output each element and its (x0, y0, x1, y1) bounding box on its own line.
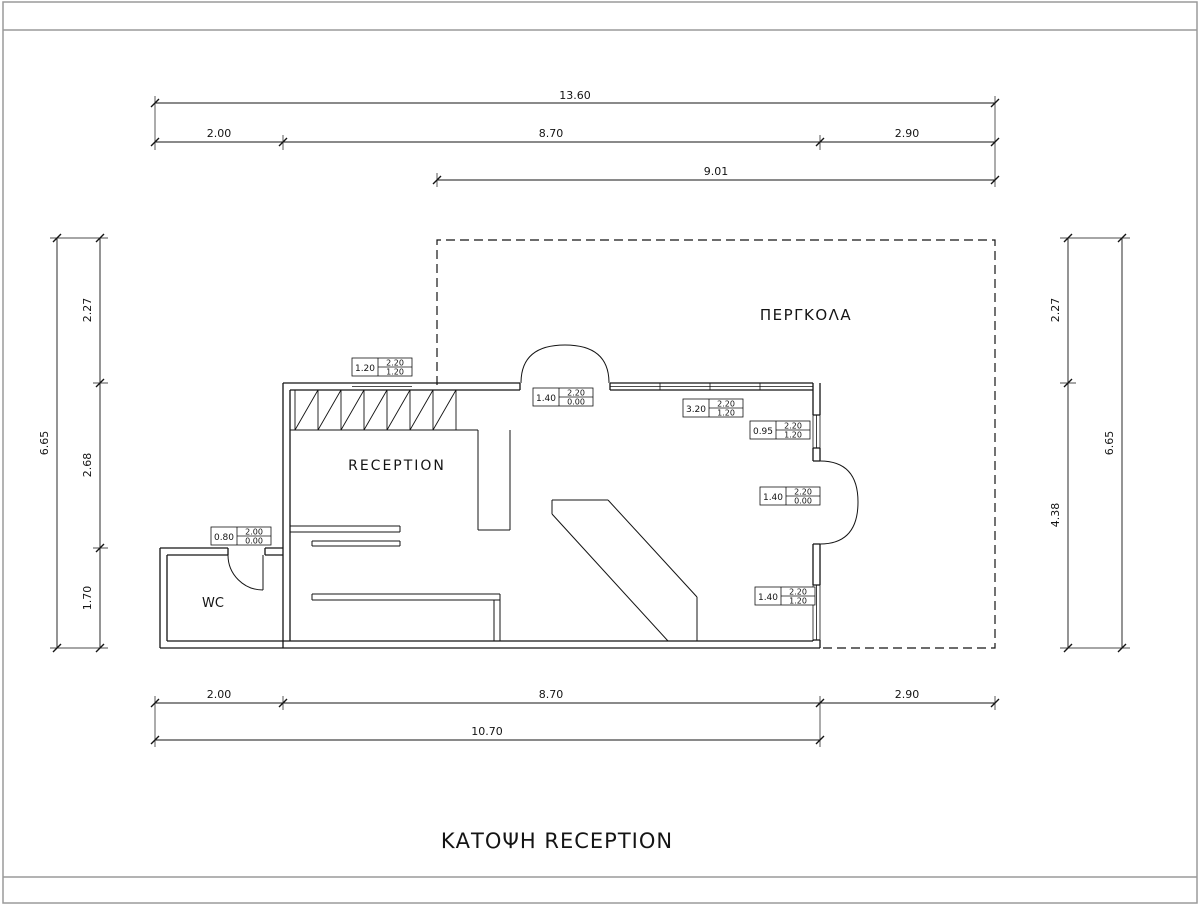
opening-sill: 1.20 (386, 368, 404, 377)
opening-sill: 0.00 (245, 537, 263, 546)
opening-head: 2.20 (789, 588, 807, 597)
dimension-ticks (52, 98, 1127, 745)
opening-head: 2.00 (245, 528, 263, 537)
opening-width: 1.40 (758, 593, 778, 603)
opening-sill: 1.20 (784, 431, 802, 440)
windows (352, 383, 821, 640)
opening-sill: 1.20 (789, 597, 807, 606)
tag-dividers (775, 421, 810, 439)
opening-width: 0.80 (214, 533, 234, 543)
opening-width: 1.40 (536, 394, 556, 404)
opening-tag-wc-door-080: 0.80 2.00 0.00 (210, 526, 272, 546)
opening-tag-window-120: 1.20 2.20 1.20 (351, 357, 413, 377)
hatch-lines (294, 389, 457, 431)
frame-rules (3, 29, 1197, 878)
opening-width: 0.95 (753, 427, 773, 437)
tag-dividers (785, 487, 820, 505)
room-labels: RECEPTION WC ΠΕΡΓΚΟΛΑ (202, 306, 852, 611)
tag-dividers (708, 399, 743, 417)
reception-room-label: RECEPTION (348, 458, 446, 474)
pergola-label: ΠΕΡΓΚΟΛΑ (760, 306, 852, 324)
opening-head: 2.20 (717, 400, 735, 409)
fixture-paths (290, 429, 698, 642)
dimension-lines (56, 102, 1123, 741)
drawing-title: ΚΑΤΟΨΗ RECEPTION (441, 829, 673, 853)
opening-sill: 0.00 (567, 398, 585, 407)
dim-bottom-total: 10.70 (471, 725, 503, 738)
dim-left-b: 2.68 (81, 453, 94, 478)
pergola-dashed-boundary (436, 239, 996, 649)
tag-dividers (780, 587, 815, 605)
opening-tags: 1.20 2.20 1.20 1.40 2.20 0.00 3.20 2.20 … (210, 357, 821, 606)
dim-bottom-left: 2.00 (207, 688, 232, 701)
dimension-texts: 13.60 2.00 8.70 2.90 9.01 6.65 2.27 2.68… (38, 89, 1116, 738)
opening-head: 2.20 (794, 488, 812, 497)
opening-sill: 1.20 (717, 409, 735, 418)
dim-bottom-mid: 8.70 (539, 688, 564, 701)
stair-hatch (294, 389, 457, 431)
dim-top-mid: 8.70 (539, 127, 564, 140)
door-swings (227, 344, 859, 591)
tag-dividers (377, 358, 412, 376)
dim-left-c: 1.70 (81, 586, 94, 611)
opening-head: 2.20 (784, 422, 802, 431)
wc-door-leaf-and-arc (227, 554, 264, 591)
dimension-line-paths (56, 102, 1123, 741)
opening-tag-door-140: 1.40 2.20 0.00 (532, 387, 594, 407)
opening-head: 2.20 (567, 389, 585, 398)
opening-head: 2.20 (386, 359, 404, 368)
wc-room-label: WC (202, 596, 224, 611)
opening-width: 1.20 (355, 364, 375, 374)
tag-dividers (558, 388, 593, 406)
opening-sill: 0.00 (794, 497, 812, 506)
dim-right-a: 2.27 (1049, 298, 1062, 323)
interior-fixtures (290, 429, 698, 642)
opening-tag-window-320: 3.20 2.20 1.20 (682, 398, 744, 418)
window-glazing-lines (352, 383, 821, 640)
entrance-double-door-arcs (520, 344, 610, 384)
dim-top-left: 2.00 (207, 127, 232, 140)
dim-left-a: 2.27 (81, 298, 94, 323)
terrace-double-door-arcs (819, 460, 859, 545)
pergola-outline (436, 239, 996, 649)
dim-top-right: 2.90 (895, 127, 920, 140)
tick-marks (52, 98, 1127, 745)
dim-right-total: 6.65 (1103, 431, 1116, 456)
opening-tag-window-140: 1.40 2.20 1.20 (754, 586, 816, 606)
dim-top-pergola: 9.01 (704, 165, 729, 178)
dim-left-total: 6.65 (38, 431, 51, 456)
opening-width: 1.40 (763, 493, 783, 503)
dim-bottom-right: 2.90 (895, 688, 920, 701)
tag-dividers (236, 527, 271, 545)
dim-top-total: 13.60 (559, 89, 591, 102)
opening-tag-window-095: 0.95 2.20 1.20 (749, 420, 811, 440)
opening-tag-door-140-side: 1.40 2.20 0.00 (759, 486, 821, 506)
opening-width: 3.20 (686, 405, 706, 415)
dim-right-b: 4.38 (1049, 503, 1062, 528)
